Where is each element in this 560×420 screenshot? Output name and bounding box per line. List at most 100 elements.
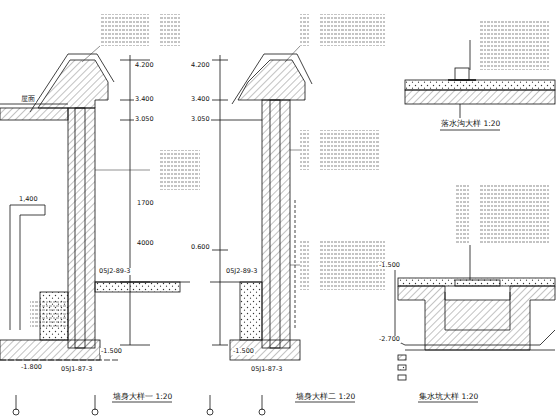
title-underlines	[112, 130, 500, 402]
sump-pit-detail	[398, 375, 406, 380]
dimension-label: -1.800	[20, 364, 43, 371]
dimension-label: 1,400	[18, 196, 39, 203]
dimension-label: 3.400	[134, 96, 155, 103]
sump-pit-detail	[470, 245, 471, 280]
drain-detail	[470, 20, 550, 70]
drain-detail	[405, 20, 555, 118]
sump-pit-detail	[398, 278, 555, 286]
dimension-label: -2.700	[378, 336, 401, 343]
sump-pit-detail	[395, 270, 396, 340]
middle-wall-detail	[230, 340, 300, 360]
left-note-leaders	[150, 150, 200, 190]
left-wall-detail	[95, 395, 96, 410]
dimension-label: 05J2-89-3	[98, 268, 131, 275]
left-wall-detail	[92, 409, 98, 415]
middle-wall-detail	[270, 100, 280, 348]
title-underlines	[440, 130, 500, 131]
title-underlines	[112, 402, 172, 403]
drain-detail	[405, 80, 555, 90]
sump-pit-detail	[455, 280, 500, 286]
middle-note-leaders	[285, 14, 385, 290]
dimension-label: 4.200	[134, 62, 155, 69]
left-note-leaders	[82, 46, 100, 62]
middle-wall-detail	[240, 282, 262, 340]
left-wall-detail	[16, 395, 17, 410]
left-wall-detail	[0, 104, 68, 105]
left-note-leaders	[30, 14, 200, 328]
middle-wall-detail	[220, 55, 221, 345]
detail-title: 落水沟大样 1:20	[440, 120, 501, 128]
detail-title: 墙身大样一 1:20	[112, 393, 173, 401]
sump-pit-detail	[398, 365, 406, 370]
dimension-label: 3.050	[134, 116, 155, 123]
middle-wall-detail	[195, 54, 312, 415]
dimension-label: -1.500	[232, 348, 255, 355]
middle-note-leaders	[300, 14, 385, 46]
dimension-label: 05J1-87-3	[60, 366, 93, 373]
left-wall-detail	[95, 282, 190, 283]
title-underlines	[418, 402, 478, 403]
sump-pit-detail	[445, 292, 510, 330]
sump-pit-detail	[405, 350, 555, 351]
left-wall-detail	[0, 54, 190, 415]
middle-wall-detail	[259, 409, 265, 415]
detail-title: 墙身大样二 1:20	[295, 393, 356, 401]
left-note-leaders	[30, 300, 70, 328]
middle-wall-detail	[212, 250, 228, 251]
left-wall-detail	[130, 55, 131, 345]
middle-wall-detail	[210, 282, 262, 283]
title-underlines	[295, 402, 355, 403]
middle-wall-detail	[210, 395, 211, 410]
drain-detail	[455, 68, 469, 80]
drain-detail	[470, 40, 471, 70]
left-wall-detail	[0, 340, 100, 360]
left-wall-detail	[75, 108, 85, 348]
sump-pit-detail	[398, 286, 555, 350]
drain-detail	[405, 90, 555, 104]
middle-note-leaders	[285, 46, 300, 62]
left-note-leaders	[95, 170, 150, 171]
drain-detail	[448, 79, 476, 81]
middle-wall-detail	[212, 60, 228, 61]
dimension-label: 0.600	[190, 244, 211, 251]
middle-wall-detail	[238, 60, 305, 100]
middle-wall-detail	[212, 345, 228, 346]
dimension-label: 3.050	[190, 116, 211, 123]
dimension-label: 屋面	[20, 96, 36, 103]
dimension-label: 1700	[136, 200, 155, 207]
left-wall-detail	[68, 108, 95, 348]
middle-note-leaders	[300, 240, 385, 290]
middle-wall-detail	[262, 395, 263, 410]
middle-wall-detail	[232, 54, 312, 104]
left-wall-detail	[13, 409, 19, 415]
sump-pit-detail	[395, 330, 555, 345]
left-wall-detail	[120, 345, 150, 346]
left-wall-detail	[30, 54, 114, 112]
middle-note-leaders	[290, 265, 300, 266]
middle-wall-detail	[262, 100, 290, 348]
detail-title: 集水坑大样 1:20	[418, 393, 479, 401]
sump-pit-detail	[395, 185, 555, 380]
left-wall-detail	[120, 60, 150, 61]
middle-wall-detail	[212, 100, 228, 101]
dimension-label: -1.500	[100, 348, 123, 355]
dimension-label: 05J1-87-3	[250, 366, 283, 373]
middle-note-leaders	[300, 130, 380, 170]
drain-detail	[460, 104, 461, 118]
left-wall-detail	[120, 282, 150, 283]
dimension-label: 4.200	[190, 62, 211, 69]
left-note-leaders	[100, 14, 180, 46]
dimension-label: 3.400	[190, 96, 211, 103]
middle-note-leaders	[290, 150, 300, 151]
middle-wall-detail	[207, 409, 213, 415]
dimension-label: 4000	[136, 240, 155, 247]
left-wall-detail	[95, 282, 180, 292]
sump-pit-detail	[398, 355, 406, 360]
left-wall-detail	[0, 108, 68, 120]
dimension-label: -1.500	[378, 262, 401, 269]
sump-pit-detail	[455, 185, 550, 245]
dimension-label: 05J2-89-3	[225, 268, 258, 275]
left-wall-detail	[0, 360, 120, 361]
